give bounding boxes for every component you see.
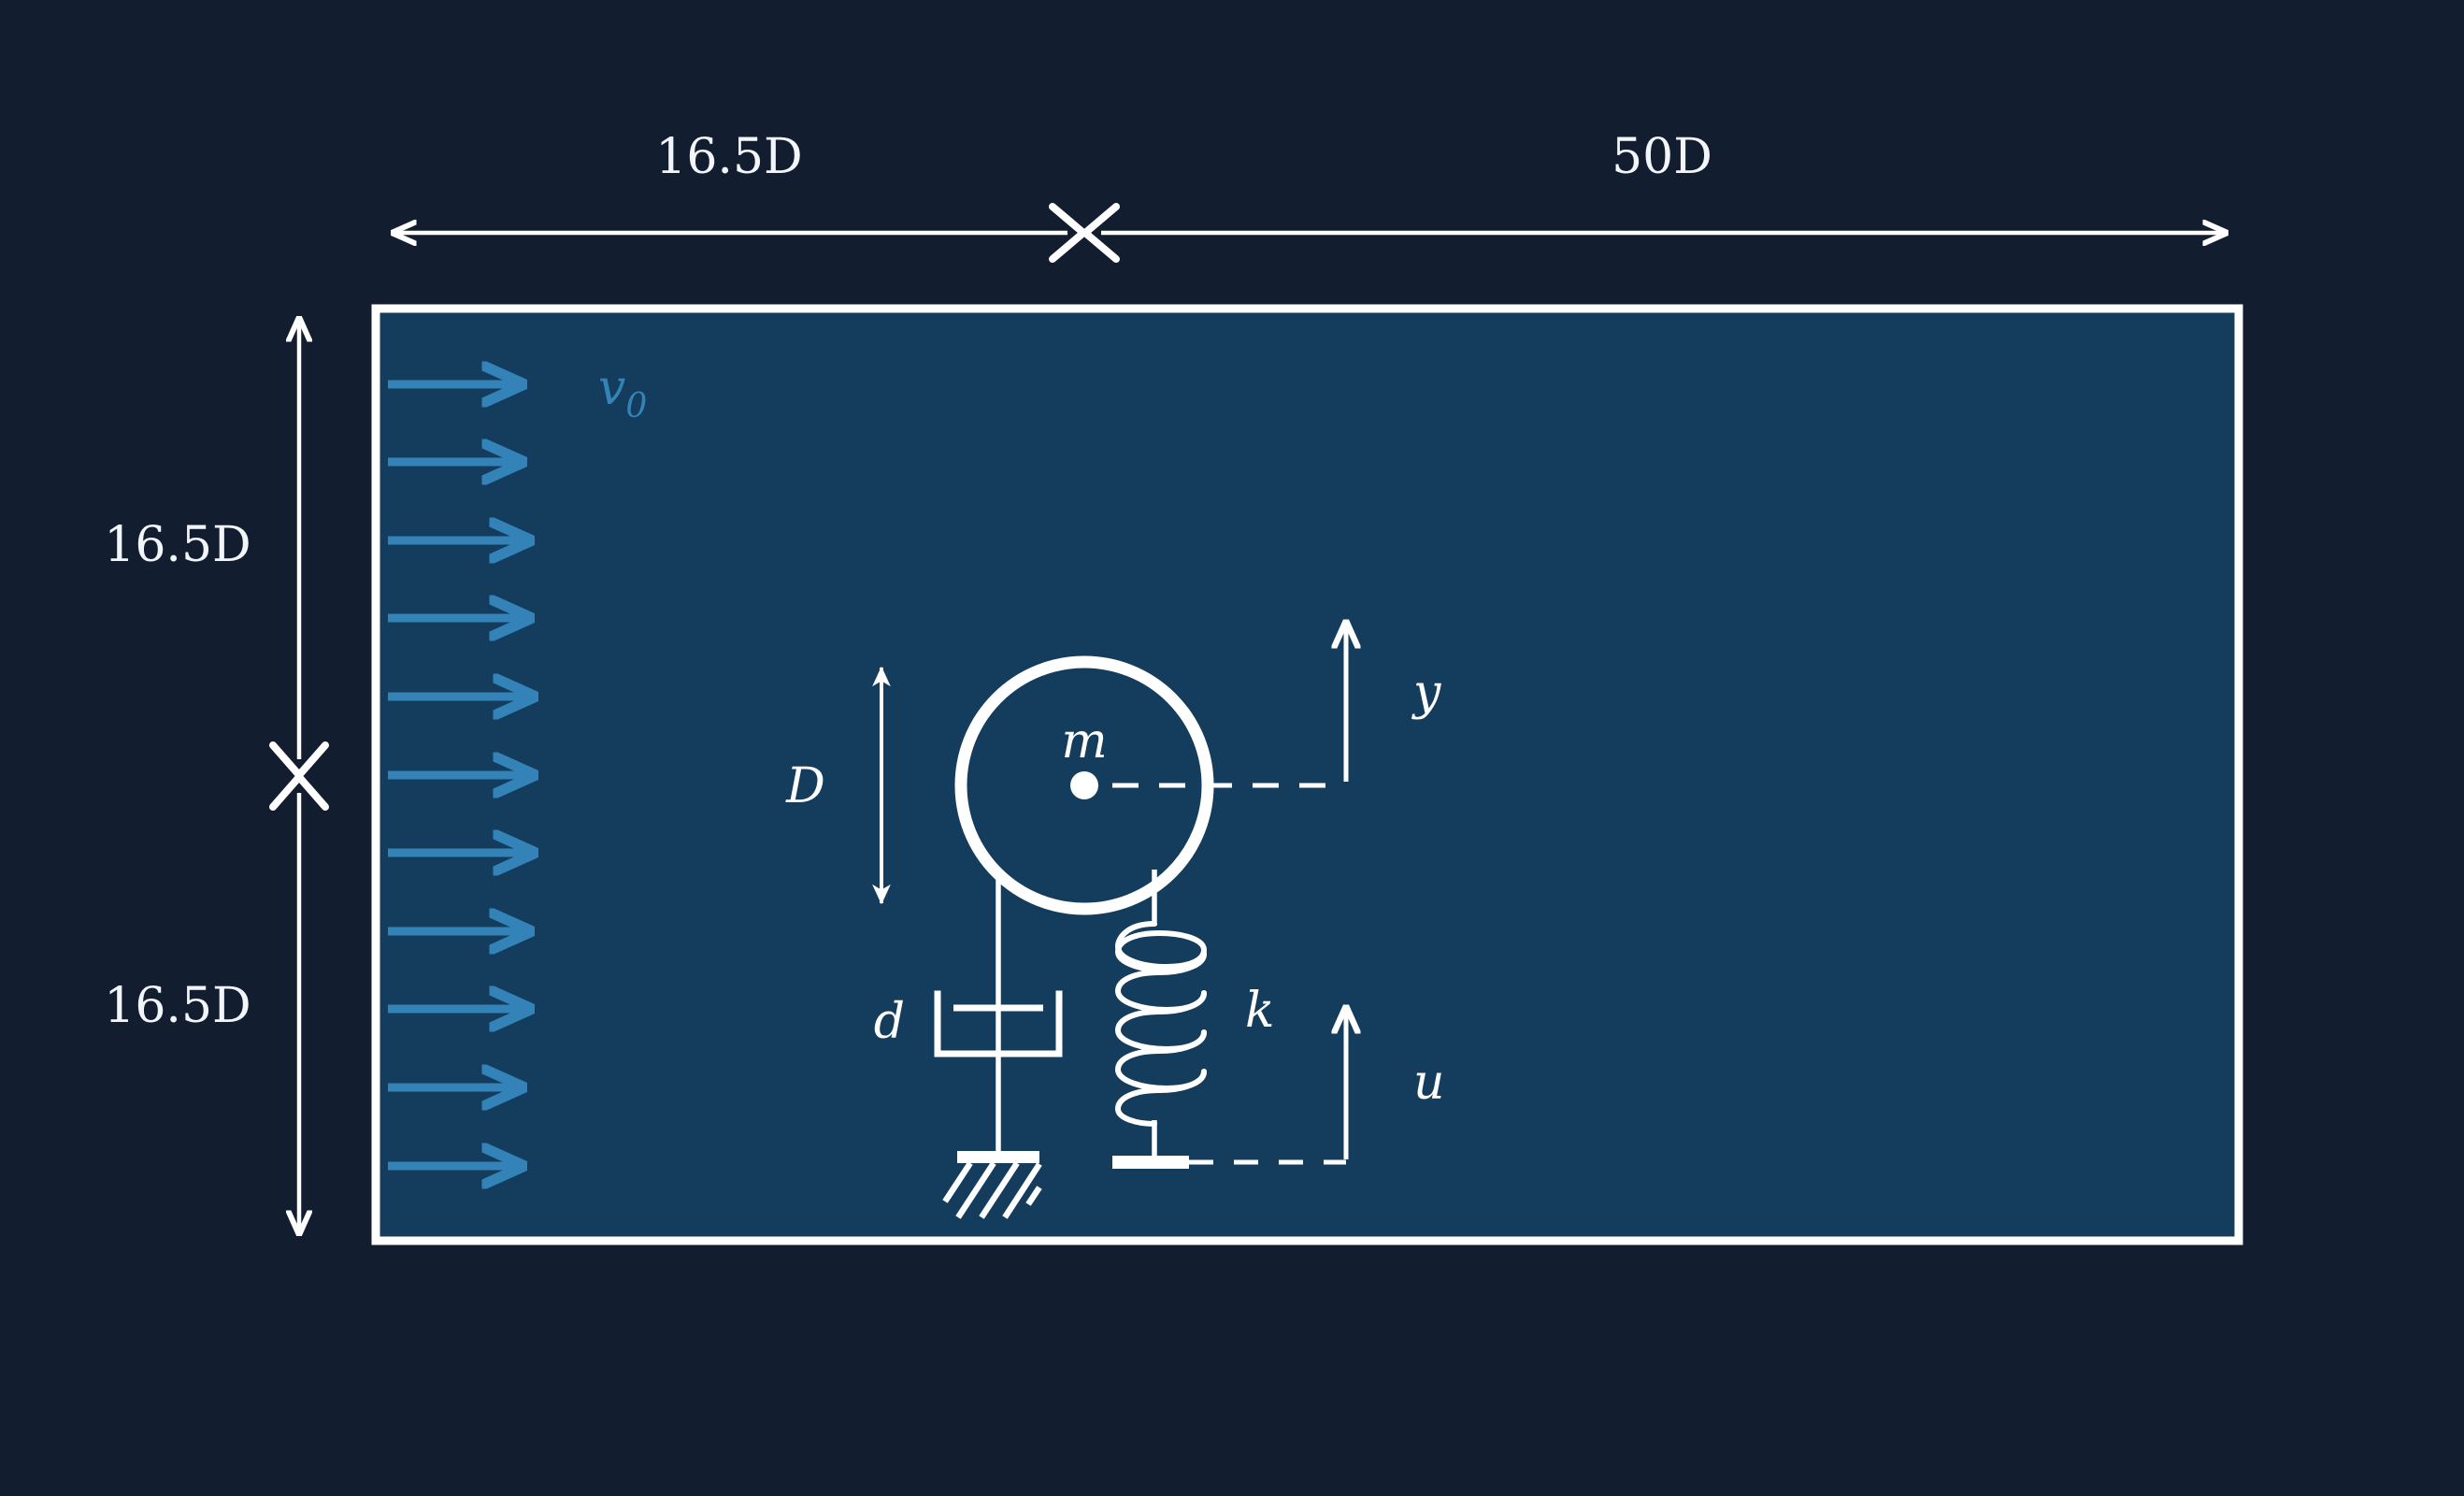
u-displacement-label: u [1413, 1055, 1445, 1111]
top-dimension-center-tick [1049, 203, 1120, 263]
left-lower-dimension-label: 16.5D [104, 978, 251, 1034]
damper-group: d [874, 990, 1063, 1057]
ground-bar [957, 1151, 1039, 1163]
left-dimension-center-tick [269, 741, 329, 811]
left-upper-dimension-label: 16.5D [104, 517, 251, 573]
mass-label: m [1061, 713, 1107, 770]
damper-label: d [874, 994, 905, 1050]
spring-base-bar [1112, 1156, 1189, 1169]
spring-coil [1114, 921, 1208, 1127]
ground-support-group [942, 1151, 1042, 1219]
freestream-velocity-label: v0 [598, 360, 647, 425]
computational-domain-box [371, 304, 2243, 1245]
diameter-label: D [785, 758, 825, 814]
top-dimension-group: 16.5D 50D [393, 129, 2227, 263]
base-excitation-group: u [1112, 1007, 1445, 1169]
spring-label: k [1245, 983, 1275, 1039]
inflow-arrow-group [388, 384, 535, 1166]
top-left-dimension-label: 16.5D [655, 129, 802, 185]
ground-hatching [942, 1161, 1042, 1219]
cylinder-center-dot [1070, 771, 1098, 799]
velocity-subscript: 0 [625, 387, 647, 425]
y-displacement-label: y [1411, 665, 1441, 721]
damper-cup [934, 990, 1063, 1057]
spring-group: k [1114, 921, 1275, 1159]
left-dimension-group: 16.5D 16.5D [104, 318, 329, 1234]
cylinder-diameter-dimension: D [785, 666, 891, 905]
top-right-dimension-label: 50D [1612, 129, 1712, 185]
cylinder-displacement-group: y [1112, 622, 1441, 788]
velocity-symbol: v [598, 360, 625, 416]
